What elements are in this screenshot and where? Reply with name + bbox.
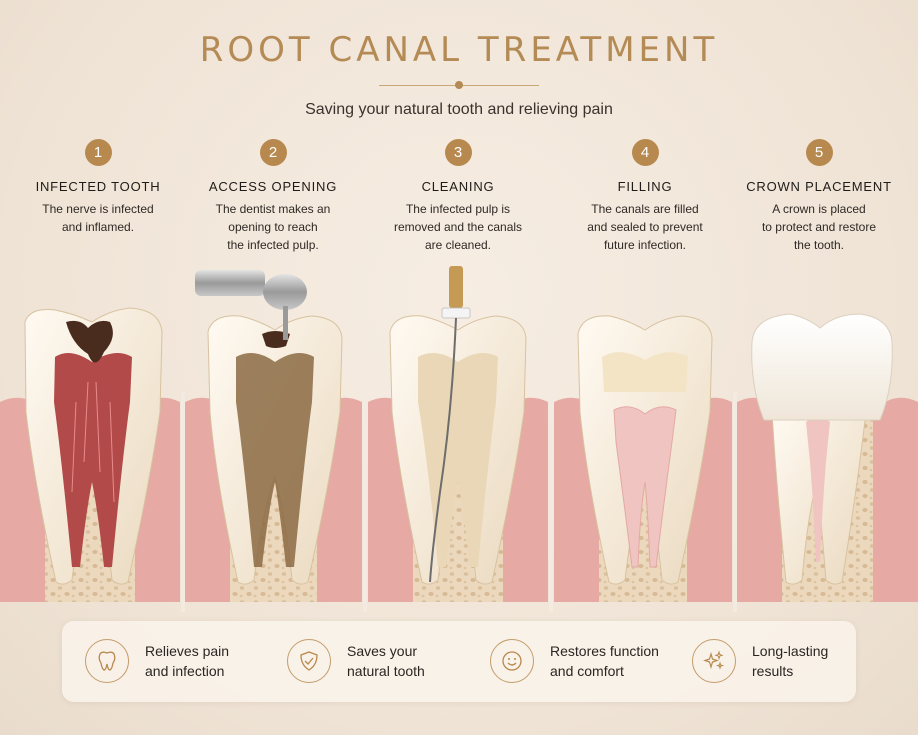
shield-check-icon xyxy=(287,639,331,683)
step-number-badge: 3 xyxy=(444,139,472,166)
step-number-badge: 4 xyxy=(631,139,659,166)
page-title: ROOT CANAL TREATMENT xyxy=(199,30,719,70)
step-title: FILLING xyxy=(617,179,673,194)
step-number-badge: 1 xyxy=(84,139,112,166)
page-subtitle: Saving your natural tooth and relieving … xyxy=(305,101,613,118)
treatment-illustration xyxy=(0,266,918,612)
step-title: CLEANING xyxy=(421,179,495,194)
step-title: ACCESS OPENING xyxy=(208,179,338,194)
smile-icon xyxy=(490,639,534,683)
title-divider-dot xyxy=(455,81,463,89)
panel-crown-placement xyxy=(737,313,918,602)
step-title: INFECTED TOOTH xyxy=(35,179,161,194)
sparkles-icon xyxy=(692,639,736,683)
dental-drill xyxy=(195,270,307,340)
endodontic-file xyxy=(429,266,471,583)
panel-infected-tooth xyxy=(0,307,180,602)
step-title: CROWN PLACEMENT xyxy=(746,179,892,194)
panel-cleaning xyxy=(368,266,548,602)
tooth-icon xyxy=(85,639,129,683)
panel-filling xyxy=(554,315,732,602)
panel-access-opening xyxy=(185,270,362,602)
step-number-badge: 2 xyxy=(259,139,287,166)
step-number-badge: 5 xyxy=(805,139,833,166)
